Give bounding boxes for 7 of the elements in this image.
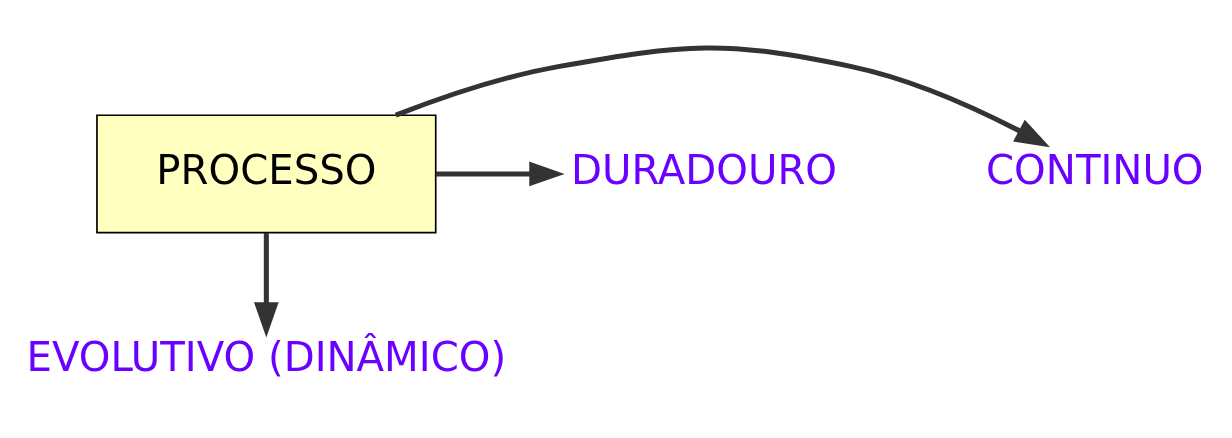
arrow [254,232,279,338]
node-text: EVOLUTIVO (DINÂMICO) [26,333,507,380]
arrow [436,161,565,187]
arrow [394,45,1051,148]
node-text: CONTINUO [986,147,1204,194]
node-text: DURADOURO [571,147,838,194]
node-box: PROCESSO [96,114,437,234]
